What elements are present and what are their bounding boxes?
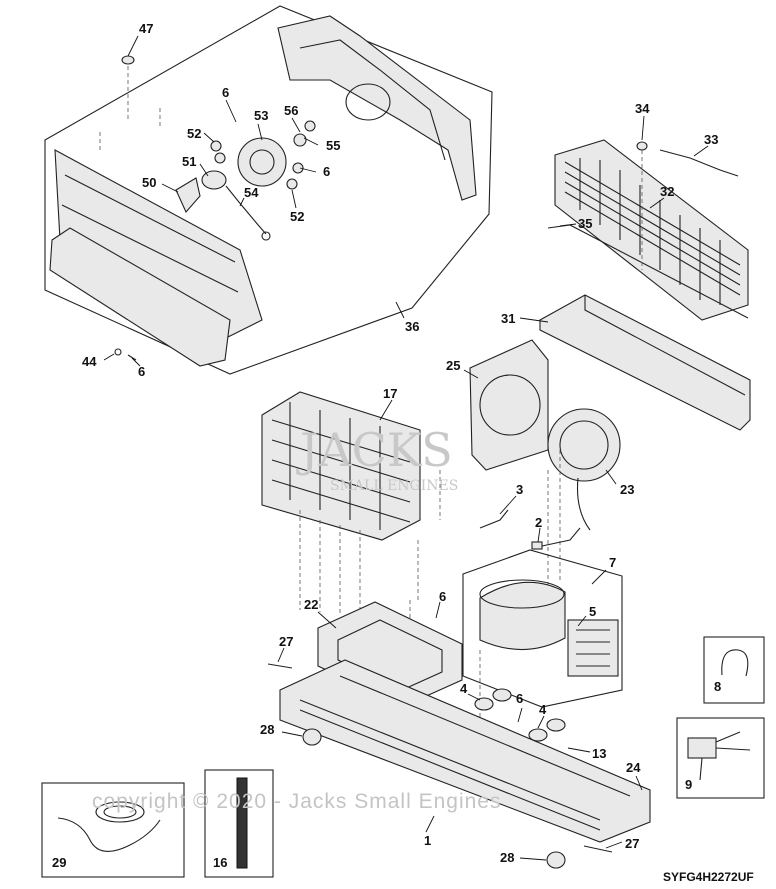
inset-box-29 [41,782,185,878]
callout-6: 6 [222,85,229,100]
callout-2: 2 [535,515,542,530]
inset-box-16 [204,769,274,878]
callout-55: 55 [326,138,340,153]
callout-labels: 47 6 53 56 52 55 51 6 50 54 52 36 44 6 3… [52,21,721,870]
relay-overload-5 [567,619,619,677]
callout-50: 50 [142,175,156,190]
callout-4: 4 [539,702,547,717]
rear-air-duct [277,15,477,201]
callout-24: 24 [626,760,641,775]
callout-3: 3 [516,482,523,497]
evaporator-fan-motor [201,170,227,190]
callout-25: 25 [446,358,460,373]
callout-33: 33 [704,132,718,147]
tube-part-8 [721,649,749,677]
callout-28: 28 [260,722,274,737]
callout-1: 1 [424,833,431,848]
callout-54: 54 [244,185,259,200]
fan-bracket [237,137,287,187]
group-outline-7 [462,549,623,708]
callout-7: 7 [609,555,616,570]
callout-56: 56 [284,103,298,118]
condenser-coil [261,391,421,541]
callout-5: 5 [589,604,596,619]
callout-28: 28 [500,850,514,865]
wire-harness-29 [95,801,145,823]
leader-lines [103,35,709,861]
tube-part-16 [236,777,248,869]
callout-4: 4 [460,681,468,696]
evaporator-cover-group [44,5,493,375]
callout-22: 22 [304,597,318,612]
watermark-logo: JACKS SMALL ENGINES [296,423,458,494]
diagram-code: SYFG4H2272UF [663,870,754,884]
callout-52: 52 [187,126,201,141]
inset-box-9 [676,717,765,799]
callout-53: 53 [254,108,268,123]
roller-28-rear [302,728,322,746]
inset-box-8 [703,636,765,704]
compressor [479,581,566,651]
connector-part-2 [531,541,543,550]
callout-32: 32 [660,184,674,199]
callout-6: 6 [516,691,523,706]
condenser-fan-group [469,339,621,531]
evaporator-coil-group [539,139,751,431]
condenser-fan-motor [547,408,621,482]
front-cover-panel [54,149,263,341]
defrost-sensor-wire [659,149,739,177]
callout-34: 34 [635,101,650,116]
callout-8: 8 [714,679,721,694]
fan-blade [175,177,201,214]
callout-47: 47 [139,21,153,36]
callout-17: 17 [383,386,397,401]
callout-35: 35 [578,216,592,231]
watermark-logo-main: JACKS [296,423,453,477]
callout-31: 31 [501,311,515,326]
callout-44: 44 [82,354,97,369]
callout-6: 6 [138,364,145,379]
compressor-group [462,549,623,708]
evaporator-drain-tray [539,294,751,431]
callout-9: 9 [685,777,692,792]
callout-27: 27 [279,634,293,649]
copyright-watermark: copyright © 2020 - Jacks Small Engines [92,790,501,813]
valve-part-9 [687,737,717,759]
callout-6: 6 [439,589,446,604]
callout-29: 29 [52,855,66,870]
callout-51: 51 [182,154,196,169]
fan-shroud [469,339,549,471]
callout-27: 27 [625,836,639,851]
callout-13: 13 [592,746,606,761]
callout-16: 16 [213,855,227,870]
lower-cover-plate [49,227,231,367]
callout-6: 6 [323,164,330,179]
callout-52: 52 [290,209,304,224]
callout-23: 23 [620,482,634,497]
callout-36: 36 [405,319,419,334]
roller-28-front [546,851,566,869]
watermark-logo-sub: SMALL ENGINES [330,478,458,494]
wire-part-3 [479,509,509,529]
machine-base [267,659,651,869]
